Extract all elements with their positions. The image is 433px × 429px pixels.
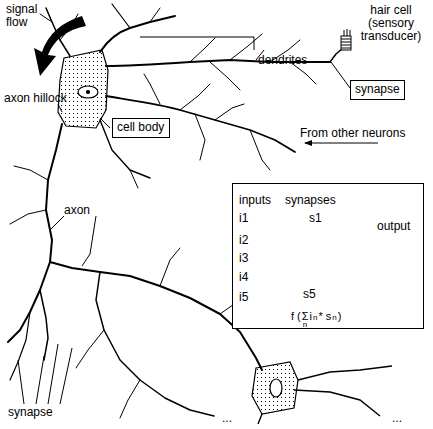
cell-body (58, 50, 108, 128)
input-label: i3 (239, 252, 248, 265)
axon (8, 124, 262, 418)
box-text: synapse (355, 83, 400, 96)
panel-heading: output (377, 220, 410, 233)
input-label: i1 (239, 212, 248, 225)
formula-part: f ( (291, 310, 301, 322)
formula-part: ) (338, 310, 342, 322)
part-label: From other neurons (300, 127, 405, 140)
inset-panel: inputssynapsesi1i2i3i4i5s1s5outputf (Σni… (232, 183, 424, 329)
panel-heading: synapses (285, 194, 336, 207)
formula-part: * s (319, 310, 332, 322)
formula-part: n (332, 314, 336, 323)
panel-heading: inputs (239, 194, 271, 207)
flow-label: signal flow (6, 3, 48, 29)
formula-part: n (303, 321, 307, 330)
weight-label: s1 (309, 212, 322, 225)
part-label: axon (64, 204, 90, 217)
part-label: axon hillock (4, 92, 67, 105)
part-label: dendrites (258, 54, 307, 67)
input-label: i4 (239, 271, 248, 284)
label-box: synapse (350, 80, 405, 100)
second-neuron (252, 362, 392, 424)
part-label: hair cell (sensory transducer) (352, 4, 430, 44)
part-label: synapse (8, 406, 53, 419)
label-box: cell body (112, 118, 170, 138)
continuation-mark: ... (392, 412, 402, 425)
dendrites (40, 4, 343, 188)
input-label: i5 (239, 291, 248, 304)
hair-cell (341, 29, 351, 50)
box-text: cell body (117, 121, 165, 134)
input-label: i2 (239, 234, 248, 247)
continuation-mark: ... (222, 412, 232, 425)
formula-part: i (310, 310, 312, 322)
formula-part: n (313, 314, 317, 323)
weight-label: s5 (303, 288, 316, 301)
